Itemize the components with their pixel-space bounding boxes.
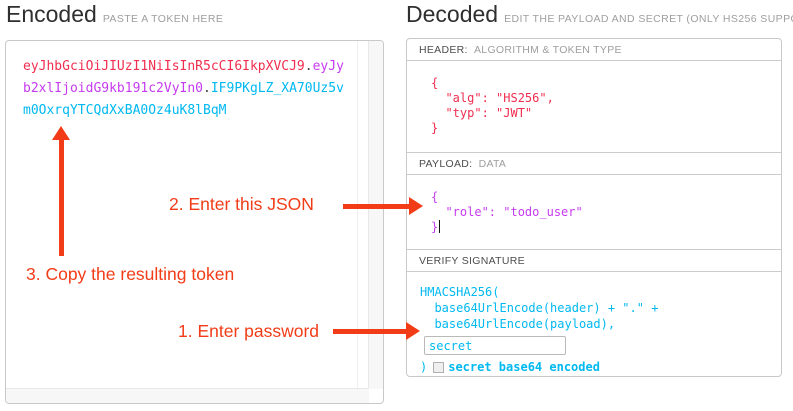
close-paren: )	[420, 360, 428, 374]
section-payload-label: PAYLOAD: DATA	[407, 153, 781, 175]
annotation-step2: 2. Enter this JSON	[169, 194, 314, 214]
step3-arrow-shaft	[59, 139, 64, 256]
secret-input[interactable]	[424, 336, 566, 355]
code-line: HMACSHA256(	[420, 285, 500, 299]
horizontal-scrollbar[interactable]	[6, 388, 369, 403]
textarea-edge-rule	[357, 41, 358, 389]
vertical-scrollbar[interactable]	[368, 41, 383, 389]
token-signature-segment: IF9PKgLZ_XA70Uz5vm0OxrqYTCQdXxBA0Oz4uK8l…	[23, 81, 344, 118]
code-line: {	[431, 190, 439, 204]
token-payload-segment: eyJyb2xlIjoidG9kb191c2VyIn0	[23, 59, 344, 96]
payload-label-rest: DATA	[478, 158, 507, 170]
encoded-subtitle: PASTE A TOKEN HERE	[102, 13, 224, 25]
signature-close-line: ) secret base64 encoded	[420, 359, 781, 375]
decoded-panel: HEADER: ALGORITHM & TOKEN TYPE { "alg": …	[406, 38, 782, 377]
code-line: "role": "todo_user"	[431, 205, 583, 219]
payload-code-block[interactable]: { "role": "todo_user" }	[407, 175, 781, 250]
token-header-segment: eyJhbGciOiJIUzI1NiIsInR5cCI6IkpXVCJ9	[23, 59, 305, 74]
code-line: base64UrlEncode(header) + "." +	[420, 301, 659, 315]
code-line-text: }	[431, 220, 439, 234]
header-label-strong: HEADER:	[419, 44, 468, 56]
step1-arrow-right-icon	[406, 322, 420, 340]
step2-arrow-right-icon	[409, 197, 423, 215]
step3-arrow-up-icon	[52, 126, 70, 140]
text-cursor	[438, 220, 441, 233]
token-separator: .	[304, 59, 313, 74]
token-input[interactable]: eyJhbGciOiJIUzI1NiIsInR5cCI6IkpXVCJ9.eyJ…	[23, 56, 347, 122]
header-code-block: { "alg": "HS256", "typ": "JWT" }	[407, 61, 781, 153]
section-signature-label: VERIFY SIGNATURE	[407, 250, 781, 272]
step1-arrow-shaft	[333, 329, 407, 334]
encoded-header: Encoded PASTE A TOKEN HERE	[6, 1, 223, 28]
decoded-title: Decoded	[406, 1, 499, 27]
base64-checkbox-label[interactable]: secret base64 encoded	[448, 360, 600, 374]
annotation-step1: 1. Enter password	[178, 321, 320, 341]
code-line: "typ": "JWT"	[431, 106, 533, 120]
code-line: }	[431, 220, 781, 235]
encoded-token-panel: eyJhbGciOiJIUzI1NiIsInR5cCI6IkpXVCJ9.eyJ…	[5, 40, 384, 404]
signature-code-block: HMACSHA256( base64UrlEncode(header) + ".…	[407, 272, 781, 375]
step2-arrow-shaft	[343, 204, 410, 209]
code-line: base64UrlEncode(payload),	[420, 317, 616, 331]
token-separator: .	[203, 81, 211, 96]
signature-label-strong: VERIFY SIGNATURE	[419, 255, 525, 267]
annotation-step3: 3. Copy the resulting token	[26, 264, 235, 284]
section-header-label: HEADER: ALGORITHM & TOKEN TYPE	[407, 39, 781, 61]
decoded-subtitle: EDIT THE PAYLOAD AND SECRET (ONLY HS256 …	[504, 13, 793, 25]
base64-checkbox[interactable]	[433, 361, 445, 373]
header-label-rest: ALGORITHM & TOKEN TYPE	[474, 44, 622, 56]
code-line: {	[431, 76, 439, 90]
code-line: }	[431, 121, 439, 135]
encoded-title: Encoded	[6, 1, 97, 27]
payload-label-strong: PAYLOAD:	[419, 158, 473, 170]
decoded-header: Decoded EDIT THE PAYLOAD AND SECRET (ONLY…	[406, 1, 793, 28]
code-line: "alg": "HS256",	[431, 91, 554, 105]
